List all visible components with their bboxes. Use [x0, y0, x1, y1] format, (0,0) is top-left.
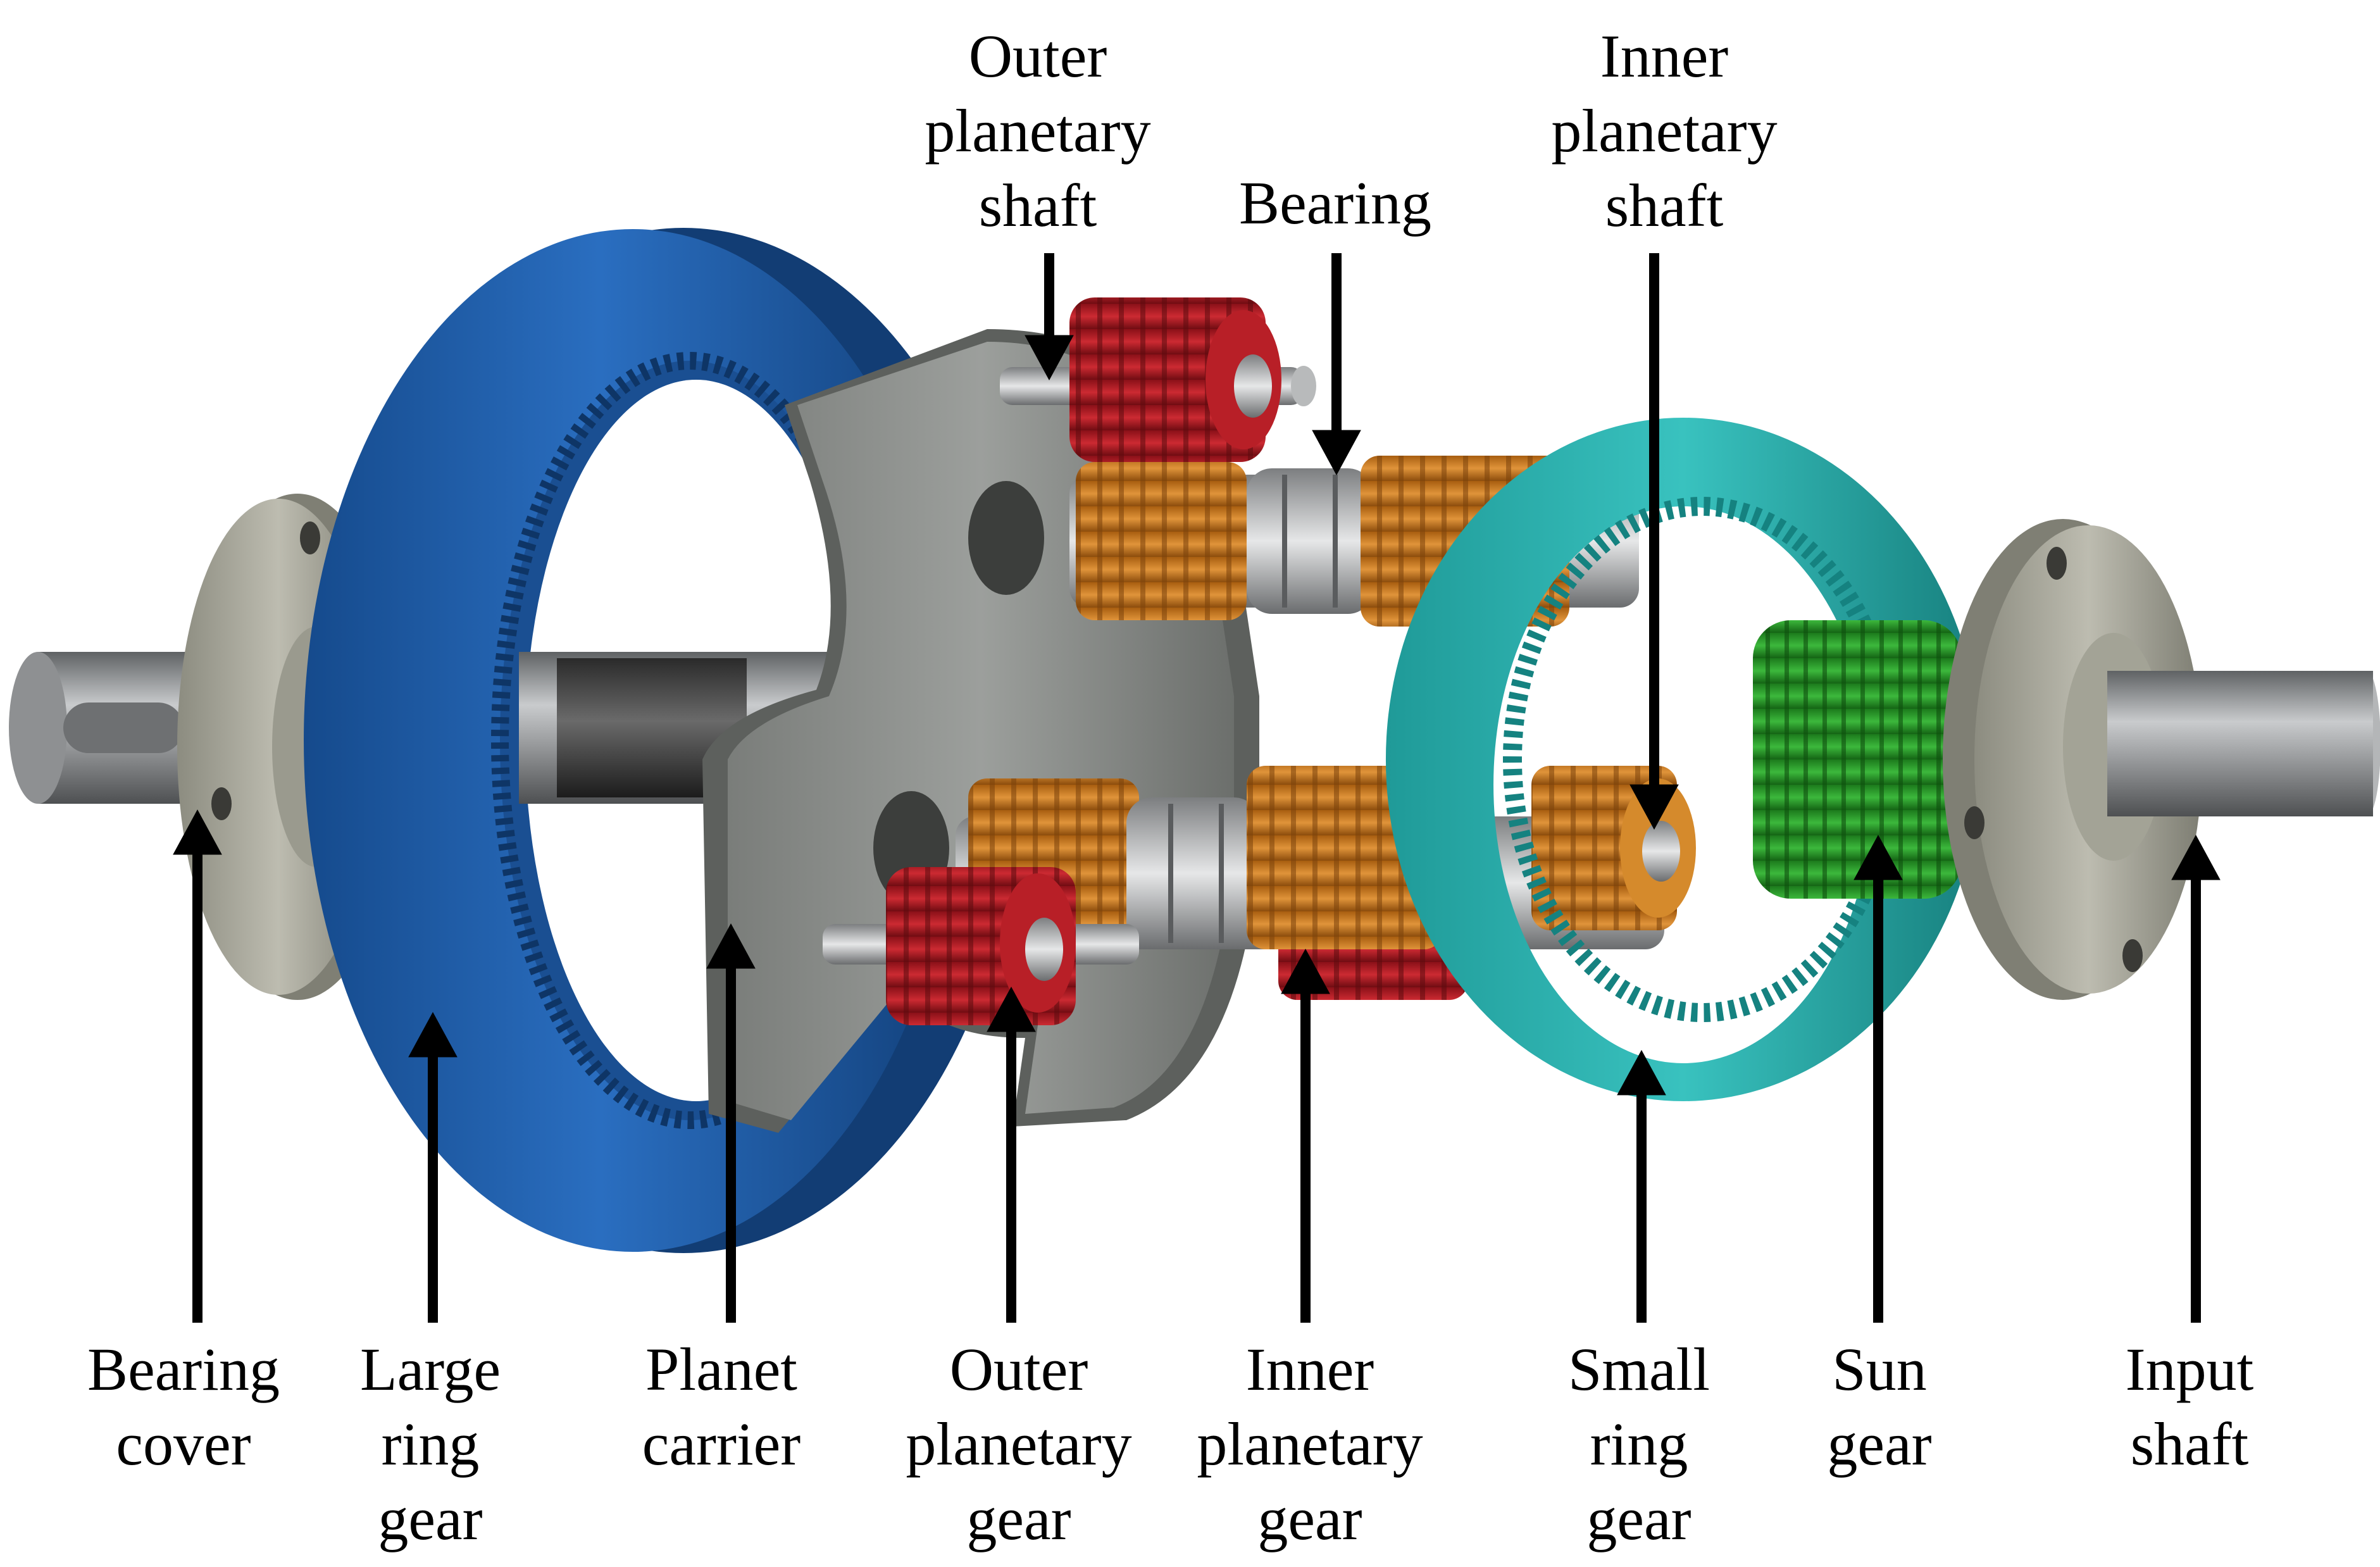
upper-outer-planetary-gear: [1069, 297, 1281, 462]
lower-bearing: [1126, 797, 1259, 949]
arrows: [173, 253, 2221, 1323]
upper-bearing: [1247, 468, 1373, 614]
input-shaft-front: [2107, 671, 2373, 816]
arrow-small-ring-gear: [1617, 1049, 1666, 1323]
upper-inner-planetary-gear-left: [1076, 462, 1247, 620]
arrow-bearing-cover: [173, 809, 222, 1323]
arrow-sun-gear: [1854, 834, 1903, 1323]
arrow-input-shaft: [2171, 834, 2221, 1323]
arrow-planet-carrier: [706, 923, 756, 1323]
lower-outer-planetary-gear: [886, 867, 1076, 1025]
input-flange: [1943, 519, 2202, 1000]
arrow-outer-planetary-gear: [987, 986, 1036, 1323]
label-inner-planetary-shaft: Inner planetary shaft: [1551, 22, 1778, 239]
label-outer-planetary-gear: Outer planetary gear: [906, 1335, 1132, 1552]
arrow-inner-planetary-shaft: [1629, 253, 1679, 830]
arrow-large-ring-gear: [408, 1011, 458, 1323]
arrow-bearing: [1312, 253, 1361, 476]
label-small-ring-gear: Small ring gear: [1567, 1335, 1710, 1552]
arrow-outer-planetary-shaft: [1025, 253, 1074, 381]
label-outer-planetary-shaft: Outer planetary shaft: [925, 22, 1151, 239]
label-sun-gear: Sun gear: [1827, 1335, 1932, 1478]
inner-gear-through-ring: [1531, 766, 1696, 930]
label-large-ring-gear: Large ring gear: [359, 1335, 501, 1552]
label-bearing: Bearing: [1239, 169, 1431, 237]
label-inner-planetary-gear: Inner planetary gear: [1197, 1335, 1423, 1552]
sun-gear: [1753, 620, 1962, 899]
label-input-shaft: Input shaft: [2125, 1335, 2254, 1478]
label-planet-carrier: Planet carrier: [642, 1335, 801, 1478]
label-bearing-cover: Bearing cover: [87, 1335, 280, 1478]
arrow-inner-planetary-gear: [1281, 948, 1330, 1323]
